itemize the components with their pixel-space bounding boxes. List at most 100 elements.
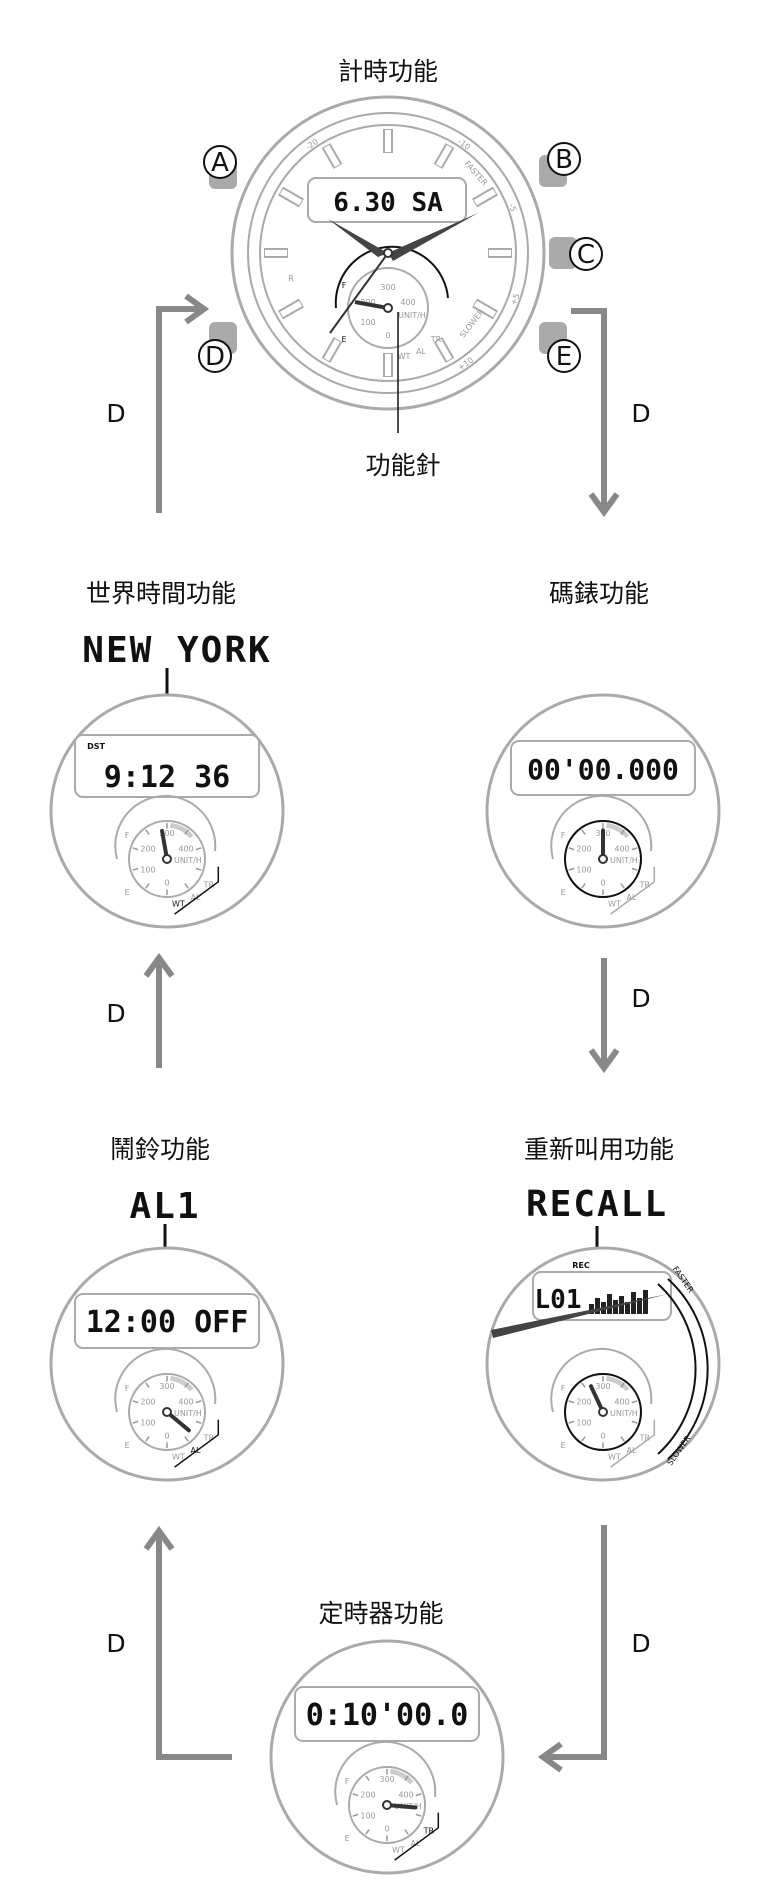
mode-indicator-frame xyxy=(394,1812,440,1861)
subdial-highlight-zone xyxy=(390,1768,414,1785)
subdial-tick xyxy=(581,1382,586,1388)
hour-index-inner xyxy=(473,188,497,206)
subdial-label-200: 200 xyxy=(576,1397,591,1406)
subdial-label-0: 0 xyxy=(384,1825,389,1834)
mode-label-wt: WT xyxy=(398,352,411,361)
hand-pivot xyxy=(598,1407,608,1417)
hour-index-inner xyxy=(473,300,497,318)
minute-hand xyxy=(388,213,478,261)
mode-label-wt: WT xyxy=(172,900,185,909)
arrowhead xyxy=(184,293,210,325)
subdial-tick xyxy=(132,1420,139,1424)
watch-button xyxy=(549,237,577,269)
lap-graph-bar xyxy=(637,1298,642,1314)
subdial-label-400: 400 xyxy=(614,844,629,853)
center-pivot xyxy=(383,248,393,258)
subdial-label-0: 0 xyxy=(164,1432,169,1441)
subdial-label-unit: UNIT/H xyxy=(398,311,426,320)
lap-graph-bar xyxy=(595,1298,600,1314)
title-timekeeping: 計時功能 xyxy=(338,57,438,86)
subdial-tick xyxy=(145,1382,150,1388)
subdial-highlight-zone xyxy=(170,1375,194,1392)
subdial-tick xyxy=(620,1382,625,1388)
hand-pivot xyxy=(162,1407,172,1417)
lcd-text: 6.30 SA xyxy=(333,188,443,218)
subdial-label-300: 300 xyxy=(380,283,395,292)
flow-arrow-world-to-timekeeping xyxy=(156,306,200,513)
gauge-label-f: F xyxy=(342,281,347,290)
subdial-outer-ring xyxy=(550,794,653,860)
d-label: D xyxy=(631,1629,650,1658)
subdial-label-100: 100 xyxy=(360,318,375,327)
subdial-label-300: 300 xyxy=(159,1382,174,1391)
lcd-text: 9:12 36 xyxy=(104,760,230,795)
d-label: D xyxy=(631,984,650,1013)
subdial-tick xyxy=(568,847,575,851)
subdial-tick xyxy=(195,867,202,871)
subdial-tick xyxy=(184,883,189,889)
arrowhead xyxy=(143,1525,175,1551)
subdial-label-0: 0 xyxy=(600,1432,605,1441)
alarm-number-label: AL1 xyxy=(129,1186,200,1227)
subdial-label-400: 400 xyxy=(400,298,415,307)
hour-index-inner xyxy=(435,338,453,362)
subdial-label-unit: UNIT/H xyxy=(174,856,202,865)
subdial-label-unit: UNIT/H xyxy=(610,1409,638,1418)
recall-label: RECALL xyxy=(526,1184,668,1225)
subdial-tick xyxy=(415,1813,422,1817)
subdial-tick xyxy=(631,867,638,871)
lcd-text: L01 xyxy=(535,1285,582,1315)
dial-edge xyxy=(259,124,517,382)
mode-label-tr: TR xyxy=(203,881,215,890)
speed-scale-arc xyxy=(667,1278,709,1460)
button-label-b: B xyxy=(555,145,573,175)
subdial-label-300: 300 xyxy=(379,1775,394,1784)
bezel-mark: -5 xyxy=(507,202,518,213)
hour-index-inner xyxy=(279,188,303,206)
subdial-tick xyxy=(132,867,139,871)
subdial-tick xyxy=(145,883,150,889)
title-timer: 定時器功能 xyxy=(318,1599,443,1628)
mode-label-wt: WT xyxy=(608,1453,621,1462)
subdial-label-unit: UNIT/H xyxy=(174,1409,202,1418)
subdial-label-400: 400 xyxy=(178,1397,193,1406)
subdial-label-0: 0 xyxy=(600,879,605,888)
subdial-tick xyxy=(365,1829,370,1835)
subdial-tick xyxy=(568,867,575,871)
subdial-tick xyxy=(352,1793,359,1797)
subdial-label-100: 100 xyxy=(576,1418,591,1427)
subdial-tick xyxy=(631,1400,638,1404)
subdial-label-400: 400 xyxy=(398,1790,413,1799)
lap-graph-bar xyxy=(631,1292,636,1314)
subdial-tick xyxy=(184,1436,189,1442)
function-hand xyxy=(354,300,389,310)
arrowhead xyxy=(588,492,620,518)
button-marker-circle xyxy=(569,237,603,271)
hand-pivot xyxy=(382,1800,392,1810)
gauge-label-e: E xyxy=(125,888,130,897)
subdial-tick xyxy=(195,847,202,851)
subdial-label-0: 0 xyxy=(164,879,169,888)
gauge-label-e: E xyxy=(341,335,346,344)
arrowhead xyxy=(588,1048,620,1074)
gauge-label-e: E xyxy=(561,888,566,897)
subdial-highlight-zone xyxy=(606,1375,630,1392)
subdial-label-300: 300 xyxy=(595,1382,610,1391)
subdial-label-100: 100 xyxy=(576,865,591,874)
gauge-label-e: E xyxy=(125,1441,130,1450)
subdial-outer-ring xyxy=(334,1740,437,1806)
d-label: D xyxy=(106,1629,125,1658)
subdial-label-200: 200 xyxy=(360,1790,375,1799)
lap-graph-bar xyxy=(625,1302,630,1314)
subdial-tick xyxy=(365,1775,370,1781)
hour-index-inner xyxy=(435,144,453,168)
mode-label-tr: TR xyxy=(430,335,442,344)
subdial-label-400: 400 xyxy=(178,844,193,853)
r-label: R xyxy=(288,274,294,283)
subdial-tick xyxy=(568,1420,575,1424)
subdial-tick xyxy=(184,1382,189,1388)
